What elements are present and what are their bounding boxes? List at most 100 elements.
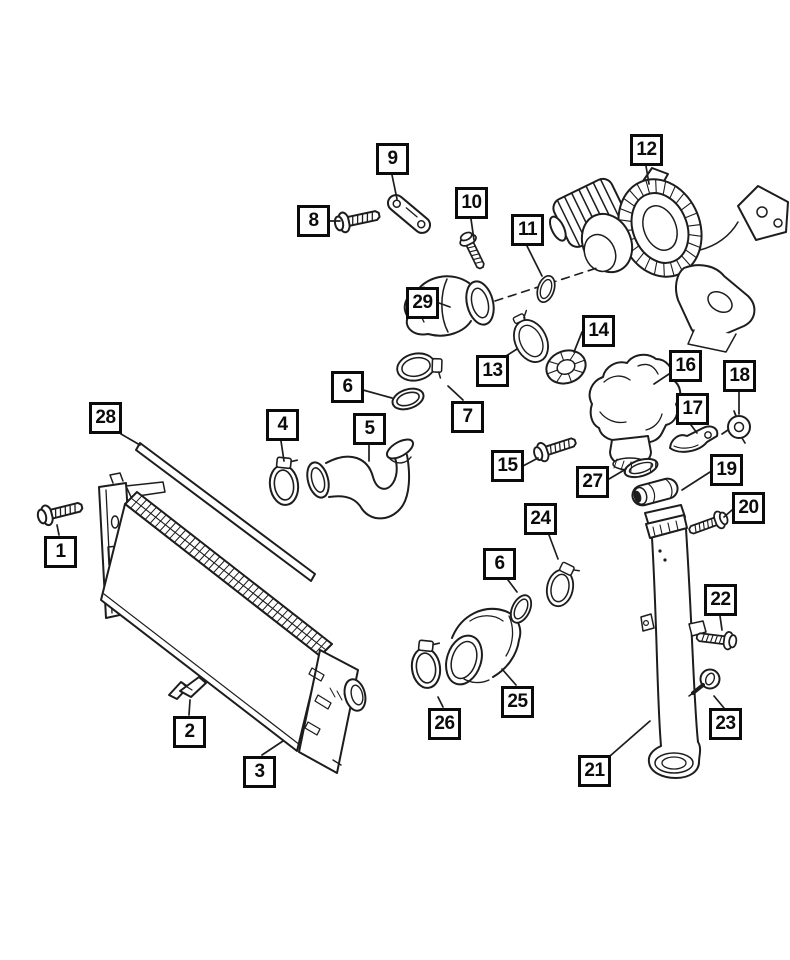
part-18-cap <box>721 410 751 444</box>
leader-line-14 <box>573 331 583 353</box>
callout-label: 8 <box>308 210 319 231</box>
callout-label: 28 <box>95 407 116 428</box>
part-16-air-inlet-housing <box>588 353 682 472</box>
callout-label: 11 <box>517 219 538 240</box>
callout-label: 10 <box>461 192 482 213</box>
callout-18: 18 <box>723 360 756 392</box>
part-28-seal-strip <box>135 442 316 582</box>
part-12-turbocharger <box>548 167 789 353</box>
callout-23: 23 <box>709 708 742 740</box>
callout-label: 15 <box>497 455 518 476</box>
callout-label: 25 <box>507 691 528 712</box>
callout-label: 4 <box>277 414 288 435</box>
callout-label: 18 <box>729 365 750 386</box>
part-27-gasket <box>623 457 659 479</box>
callout-8: 8 <box>297 205 330 237</box>
callout-29: 29 <box>406 287 439 319</box>
callout-19: 19 <box>710 454 743 486</box>
part-9-support-strap <box>386 194 432 234</box>
callout-1: 1 <box>44 536 77 568</box>
leader-line-9 <box>391 174 398 200</box>
leader-line-29 <box>438 302 451 308</box>
callout-label: 7 <box>462 406 473 427</box>
callout-15: 15 <box>491 450 524 482</box>
callout-10: 10 <box>455 187 488 219</box>
part-14-seal-ring <box>545 349 587 385</box>
callout-6b: 6 <box>483 548 516 580</box>
leader-line-21 <box>609 720 651 757</box>
callout-12: 12 <box>630 134 663 166</box>
part-7-hose-clamp <box>393 347 447 388</box>
callout-25: 25 <box>501 686 534 718</box>
part-6-oring-upper <box>388 384 428 414</box>
callout-label: 6 <box>342 376 353 397</box>
leader-line-25 <box>501 668 517 686</box>
callout-11: 11 <box>511 214 544 246</box>
callout-label: 26 <box>434 713 455 734</box>
leader-line-15 <box>522 457 539 467</box>
part-17-bracket <box>669 425 719 453</box>
callout-16: 16 <box>669 350 702 382</box>
callout-label: 3 <box>254 761 265 782</box>
callout-label: 12 <box>636 139 657 160</box>
leader-line-11 <box>526 245 543 277</box>
leader-line-20 <box>723 509 733 518</box>
callout-label: 19 <box>716 459 737 480</box>
callout-label: 14 <box>588 320 609 341</box>
leader-lines <box>56 165 740 757</box>
leader-line-10 <box>470 218 475 241</box>
leader-line-19 <box>681 471 711 491</box>
leader-line-12 <box>645 165 650 185</box>
callout-26: 26 <box>428 708 461 740</box>
callout-label: 22 <box>710 589 731 610</box>
callout-24: 24 <box>524 503 557 535</box>
assembly-axis-line <box>494 266 601 302</box>
leader-line-24 <box>548 534 559 560</box>
callout-9: 9 <box>376 143 409 175</box>
callout-label: 6 <box>494 553 505 574</box>
part-5-intercooler-hose <box>306 438 415 520</box>
leader-line-3 <box>261 740 284 756</box>
callout-20: 20 <box>732 492 765 524</box>
leader-line-27 <box>608 468 627 480</box>
part-15-bolt <box>530 431 580 465</box>
callout-21: 21 <box>578 755 611 787</box>
leader-line-1 <box>56 524 60 536</box>
callout-28: 28 <box>89 402 122 434</box>
part-19-hose-stub <box>631 477 679 507</box>
part-8-bolt <box>332 204 383 236</box>
callout-label: 29 <box>412 292 433 313</box>
callout-label: 13 <box>482 360 503 381</box>
leader-line-28 <box>120 433 141 446</box>
part-21-charge-air-pipe <box>640 504 707 779</box>
callout-5: 5 <box>353 413 386 445</box>
leader-line-6b <box>507 579 518 593</box>
part-4-hose-clamp <box>265 453 305 508</box>
part-1-bolt <box>34 495 86 529</box>
leader-line-2 <box>188 699 191 716</box>
callout-label: 24 <box>530 508 551 529</box>
callout-label: 9 <box>387 148 398 169</box>
part-24-clamp <box>542 558 582 611</box>
leader-line-23 <box>713 695 725 709</box>
leader-line-22 <box>719 615 723 631</box>
callout-label: 21 <box>584 760 605 781</box>
callout-7: 7 <box>451 401 484 433</box>
callout-6a: 6 <box>331 371 364 403</box>
callout-label: 20 <box>738 497 759 518</box>
callout-3: 3 <box>243 756 276 788</box>
callout-label: 16 <box>675 355 696 376</box>
callout-label: 2 <box>184 721 195 742</box>
callout-27: 27 <box>576 466 609 498</box>
part-20-bolt <box>685 508 731 540</box>
part-3-intercooler <box>98 472 367 774</box>
callout-2: 2 <box>173 716 206 748</box>
leader-line-26 <box>437 696 444 708</box>
callout-label: 23 <box>715 713 736 734</box>
callout-label: 5 <box>364 418 375 439</box>
leader-line-7 <box>447 385 464 401</box>
callout-13: 13 <box>476 355 509 387</box>
leader-line-17 <box>690 424 698 434</box>
